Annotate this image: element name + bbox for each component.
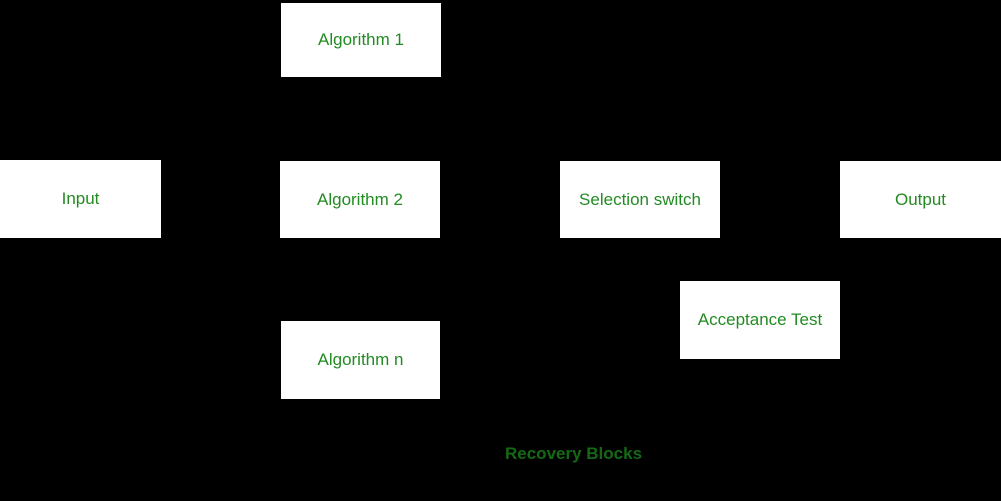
node-acceptance-test: Acceptance Test [680, 281, 840, 359]
node-output: Output [840, 161, 1001, 238]
node-input: Input [0, 160, 161, 238]
node-selection-switch: Selection switch [560, 161, 720, 238]
diagram-caption: Recovery Blocks [505, 444, 643, 463]
node-algorithm-n: Algorithm n [281, 321, 440, 399]
node-algorithm-1: Algorithm 1 [281, 3, 441, 77]
node-algorithm-2: Algorithm 2 [280, 161, 440, 238]
